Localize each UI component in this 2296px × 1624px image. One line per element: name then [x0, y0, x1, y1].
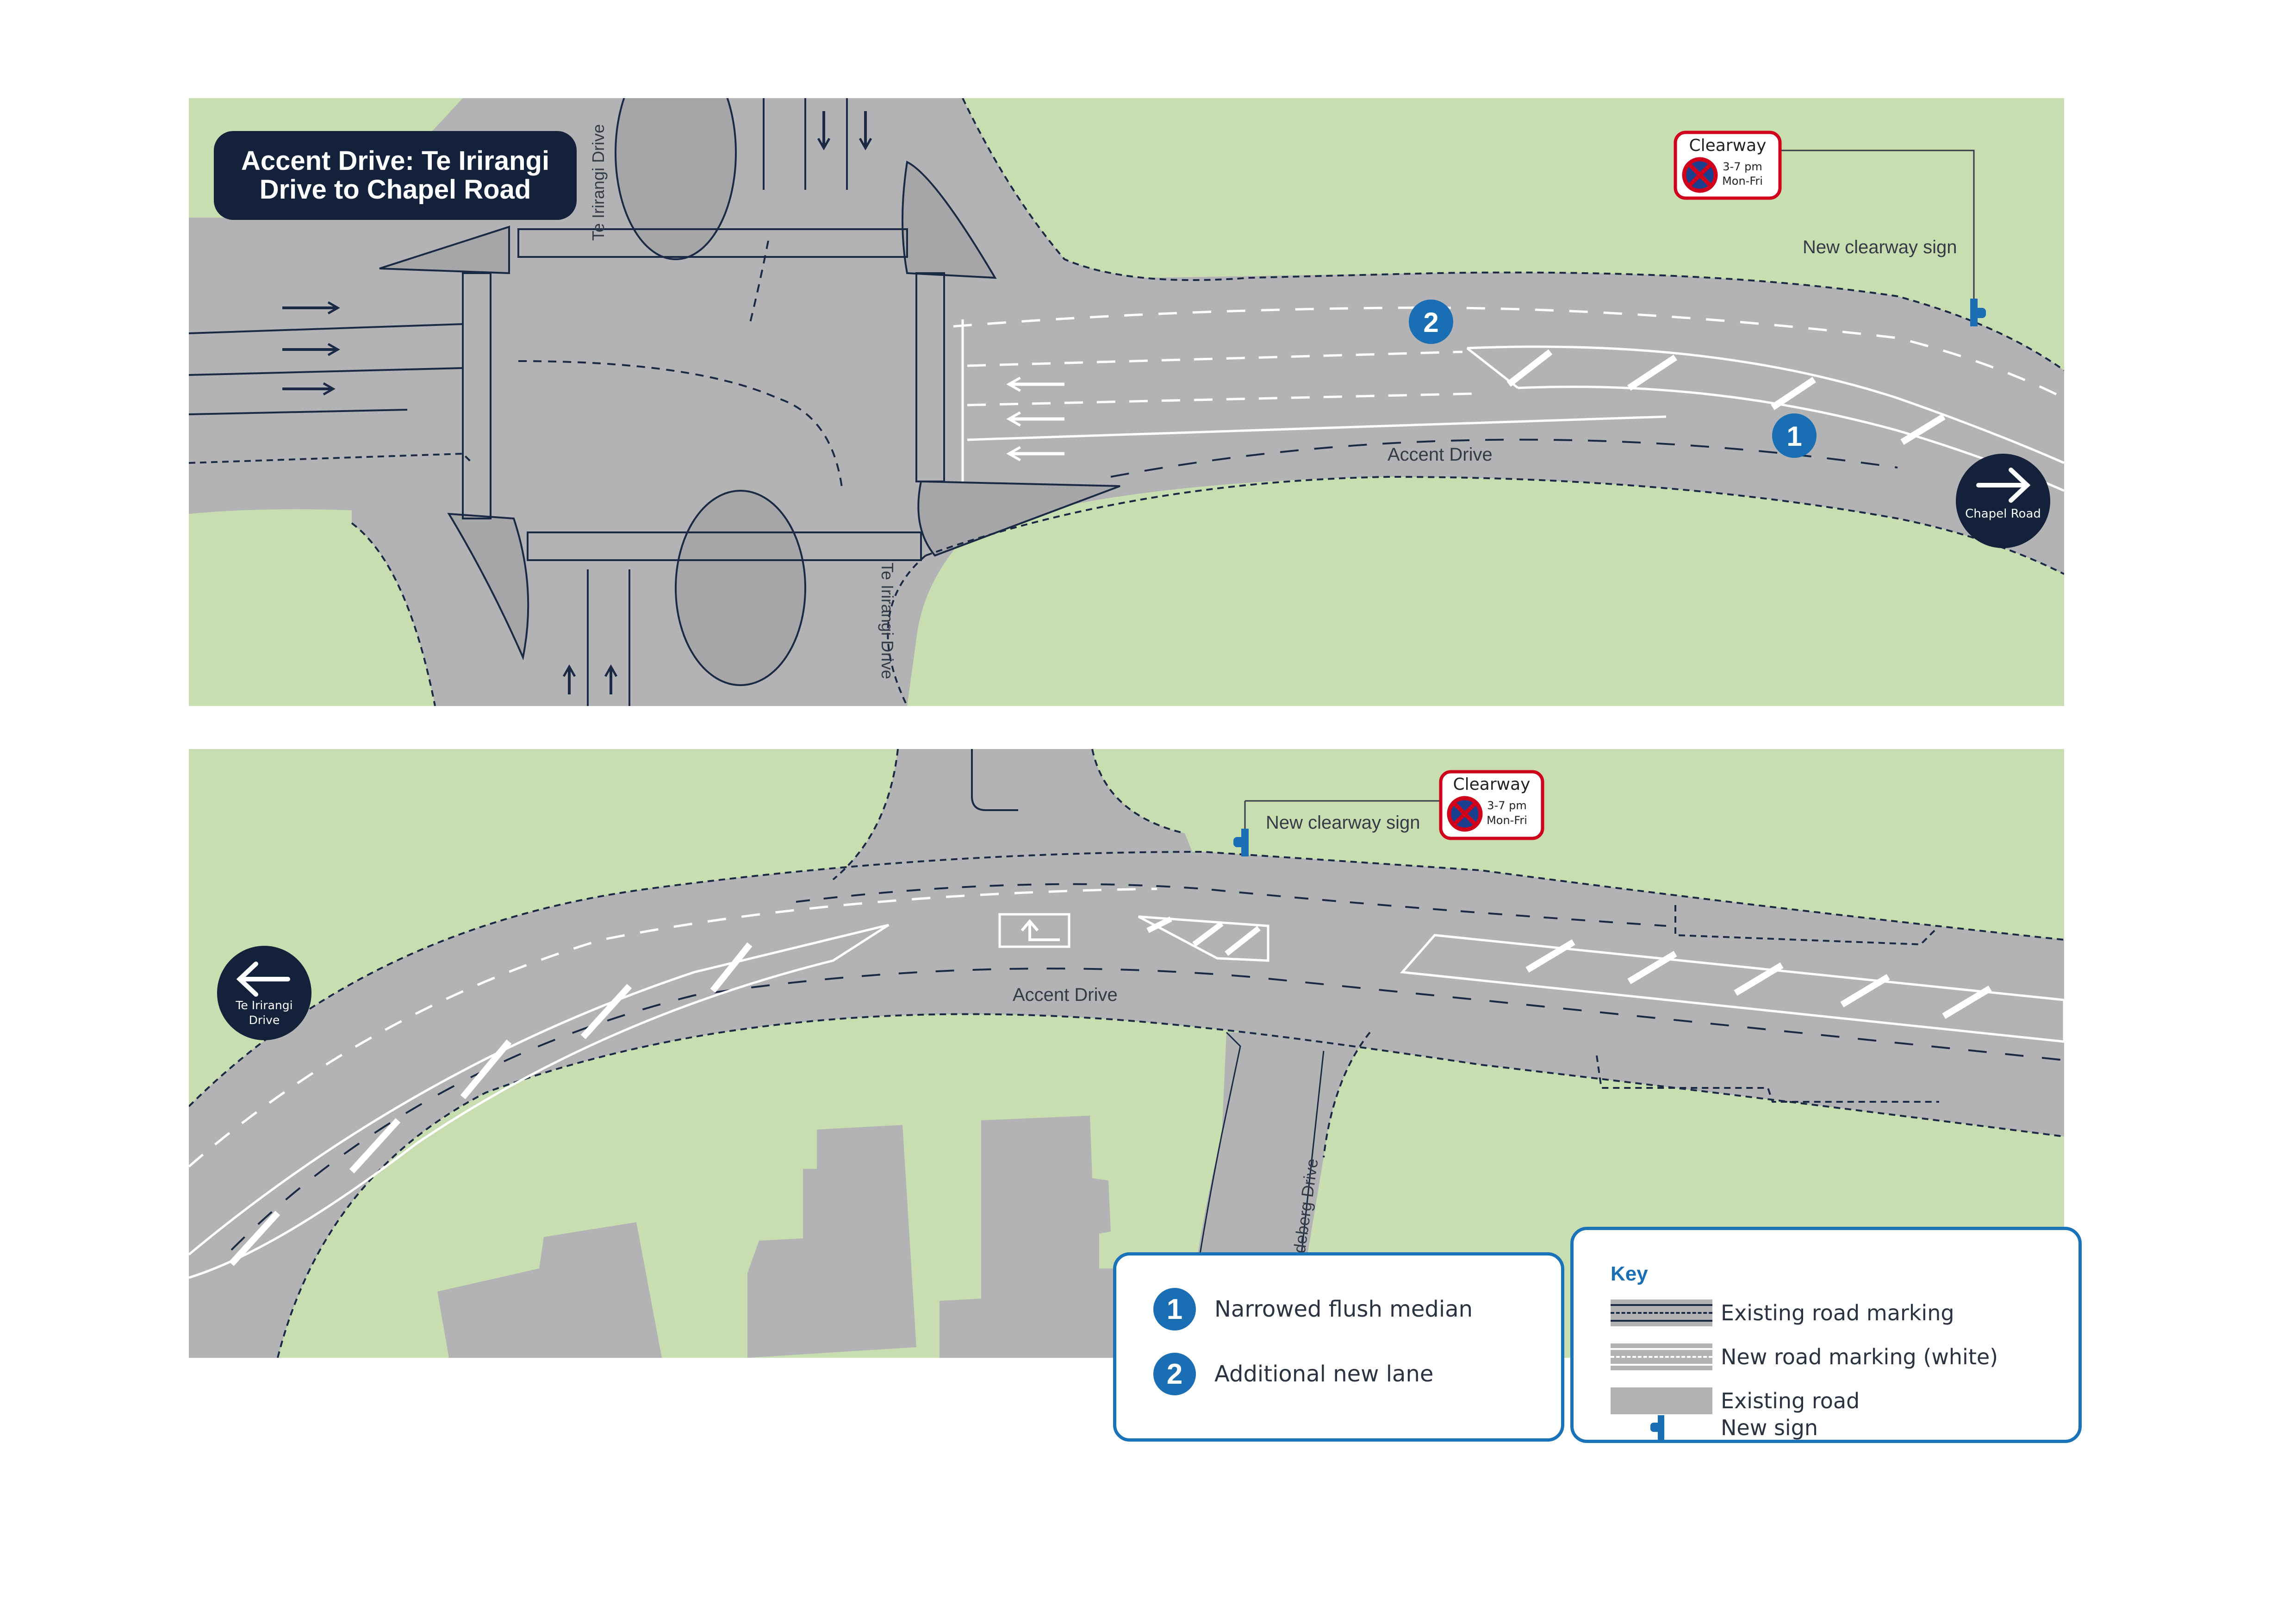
clearway-days-top: Mon-Fri [1722, 175, 1763, 187]
key-item-new-marking: New road marking (white) [1611, 1343, 1998, 1370]
top-lane-arrows [282, 111, 872, 694]
marker-2-top: 2 [1409, 300, 1453, 344]
new-sign-icon [1611, 1414, 1712, 1441]
new-sign-marker-top [1970, 299, 1986, 326]
legend-number-badge: 2 [1153, 1353, 1196, 1395]
clearway-sign-bottom: Clearway 3-7 pm Mon-Fri [1439, 770, 1544, 840]
map-title-line-1: Accent Drive: Te Irirangi [241, 146, 550, 176]
clearway-hours-bottom: 3-7 pm [1487, 799, 1526, 812]
key-title: Key [1611, 1262, 1648, 1285]
legend-label: Additional new lane [1214, 1361, 1434, 1387]
legend-item-2: 2 Additional new lane [1153, 1353, 1433, 1395]
no-stopping-icon-bottom [1447, 796, 1483, 832]
marker-2-label: 2 [1423, 307, 1438, 338]
key-item-existing-marking: Existing road marking [1611, 1299, 1954, 1326]
key-label: New sign [1721, 1415, 1818, 1440]
top-islands [379, 98, 1120, 686]
key-label: New road marking (white) [1721, 1344, 1998, 1369]
existing-road-swatch [1611, 1387, 1712, 1414]
direction-chapel-road: Chapel Road [1956, 454, 2050, 548]
street-label-te-irirangi-north: Te Irirangi Drive [589, 124, 608, 241]
clearway-days-bottom: Mon-Fri [1487, 814, 1527, 827]
direction-te-irirangi: Te Irirangi Drive [217, 946, 311, 1040]
no-stopping-icon-top [1682, 157, 1718, 193]
street-label-accent-bottom: Accent Drive [1013, 985, 1118, 1005]
key-item-existing-road: Existing road [1611, 1387, 1860, 1414]
key-label: Existing road marking [1721, 1300, 1954, 1325]
top-crossings [189, 98, 945, 706]
direction-label-chapel: Chapel Road [1965, 507, 2041, 521]
street-label-te-irirangi-south: Te Irirangi Drive [878, 562, 897, 679]
clearway-callout-label-bottom: New clearway sign [1266, 812, 1420, 833]
bottom-new-markings [189, 887, 2064, 1279]
legend-label: Narrowed flush median [1214, 1296, 1473, 1322]
arrow-right-icon [1976, 468, 2031, 503]
key-legend: Key Existing road marking New road marki… [1570, 1227, 2082, 1443]
direction-label-te-irirangi-2: Drive [249, 1013, 280, 1027]
bottom-map: Accent Drive Siedeberg Drive New clearwa… [189, 749, 2064, 1358]
direction-label-te-irirangi-1: Te Irirangi [235, 999, 292, 1012]
street-label-accent-top: Accent Drive [1388, 444, 1493, 465]
key-item-new-sign: New sign [1611, 1414, 1818, 1441]
clearway-hours-top: 3-7 pm [1723, 160, 1762, 173]
key-label: Existing road [1721, 1388, 1860, 1413]
top-road-edges [189, 98, 2064, 706]
map-title: Accent Drive: Te Irirangi Drive to Chape… [214, 131, 577, 220]
arrow-left-icon [236, 962, 290, 997]
clearway-callout-line-top [1780, 150, 1975, 324]
legend-number-badge: 1 [1153, 1288, 1196, 1330]
clearway-title-bottom: Clearway [1453, 775, 1531, 794]
existing-marking-swatch [1611, 1299, 1712, 1326]
map-title-line-2: Drive to Chapel Road [259, 175, 531, 205]
clearway-title-top: Clearway [1689, 136, 1767, 155]
clearway-callout-label-top: New clearway sign [1803, 237, 1957, 257]
clearway-sign-top: Clearway 3-7 pm Mon-Fri [1674, 131, 1782, 200]
marker-1-label: 1 [1786, 421, 1802, 452]
top-new-arrows [1006, 376, 1064, 462]
numbered-legend: 1 Narrowed flush median 2 Additional new… [1113, 1252, 1564, 1442]
bottom-road-edges [189, 749, 2064, 1358]
legend-item-1: 1 Narrowed flush median [1153, 1288, 1473, 1330]
new-sign-marker-bottom [1233, 829, 1249, 856]
bottom-new-arrow [1020, 919, 1060, 941]
new-marking-swatch [1611, 1343, 1712, 1370]
marker-1-top: 1 [1772, 413, 1817, 458]
